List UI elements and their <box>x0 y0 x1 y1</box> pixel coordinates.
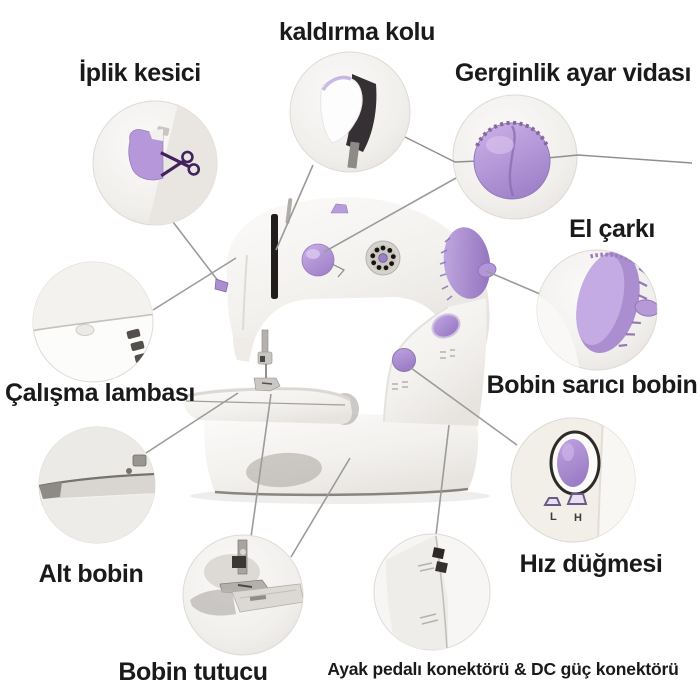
machine-pillar <box>384 298 487 426</box>
label-el-carki: El çarkı <box>569 215 655 243</box>
sewing-machine-illustration <box>184 197 497 504</box>
machine-lever-rod <box>271 214 278 299</box>
lifter-lever-detail <box>320 74 377 169</box>
leader-iplik-kesici <box>172 221 223 287</box>
thread-path-lines <box>404 136 693 164</box>
speed-high-label: H <box>574 512 582 524</box>
leader-gerginlik <box>323 177 457 253</box>
leader-lines <box>145 164 541 558</box>
scissors-icon <box>160 150 201 178</box>
pillar-inner-edge <box>383 306 449 423</box>
label-hiz-dugmesi: Hız düğmesi <box>519 550 663 578</box>
leader-el-carki <box>485 270 541 295</box>
machine-arm <box>226 197 490 362</box>
machine-thread-pin <box>285 198 293 224</box>
machine-dotted-dial <box>365 240 401 276</box>
label-kaldirma-kolu: kaldırma kolu <box>279 18 435 46</box>
machine-bed <box>184 387 352 424</box>
label-gerginlik-ayar: Gerginlik ayar vidası <box>454 59 692 87</box>
machine-button-markings <box>392 349 455 390</box>
label-alt-bobin: Alt bobin <box>38 560 144 588</box>
leader-kaldirma-kolu <box>275 164 314 251</box>
callout-hiz-dugmesi-circle: L H <box>510 417 636 543</box>
tension-dial-detail <box>473 120 551 200</box>
label-iplik-kesici: İplik kesici <box>79 59 201 87</box>
leader-bobin-tutucu-2 <box>290 457 351 558</box>
callout-iplik-kesici-circle <box>92 100 218 226</box>
callout-gerginlik-circle <box>404 94 693 220</box>
machine-tension-knob <box>301 243 345 278</box>
leader-alt-bobin <box>145 392 239 454</box>
leader-calisma-lambasi <box>152 257 237 311</box>
label-bobin-tutucu: Bobin tutucu <box>118 658 268 686</box>
leader-bobin-tutucu-1 <box>250 393 272 538</box>
machine-speed-button <box>392 348 416 372</box>
connector-detail <box>386 535 448 650</box>
speed-low-icon <box>543 497 562 506</box>
callout-alt-bobin-circle <box>38 426 156 544</box>
callout-bobin-tutucu-circle <box>182 534 304 656</box>
speed-low-label: L <box>550 511 557 523</box>
callout-kaldirma-kolu-circle <box>289 51 411 173</box>
speed-high-icon <box>566 493 588 505</box>
label-ayak-pedali-dc: Ayak pedalı konektörü & DC güç konektörü <box>327 659 679 679</box>
machine-needle-assembly <box>253 329 281 392</box>
thread-cutter-detail <box>128 126 170 181</box>
leader-hiz-dugmesi <box>410 367 518 446</box>
callout-calisma-lambasi-circle <box>32 261 154 383</box>
bobbin-holder-detail <box>190 539 303 616</box>
callout-konektor-circle <box>373 533 491 651</box>
machine-upper-button <box>431 313 461 339</box>
callout-el-carki-circle <box>536 249 658 371</box>
label-bobin-sarici-bobin: Bobin sarıcı bobin <box>486 371 698 399</box>
thread-cutter-marker <box>214 278 229 293</box>
label-calisma-lambasi: Çalışma lambası <box>5 379 195 407</box>
leader-konektor <box>435 424 450 536</box>
machine-top-cap <box>330 203 349 214</box>
lower-bobbin-detail <box>39 427 155 543</box>
